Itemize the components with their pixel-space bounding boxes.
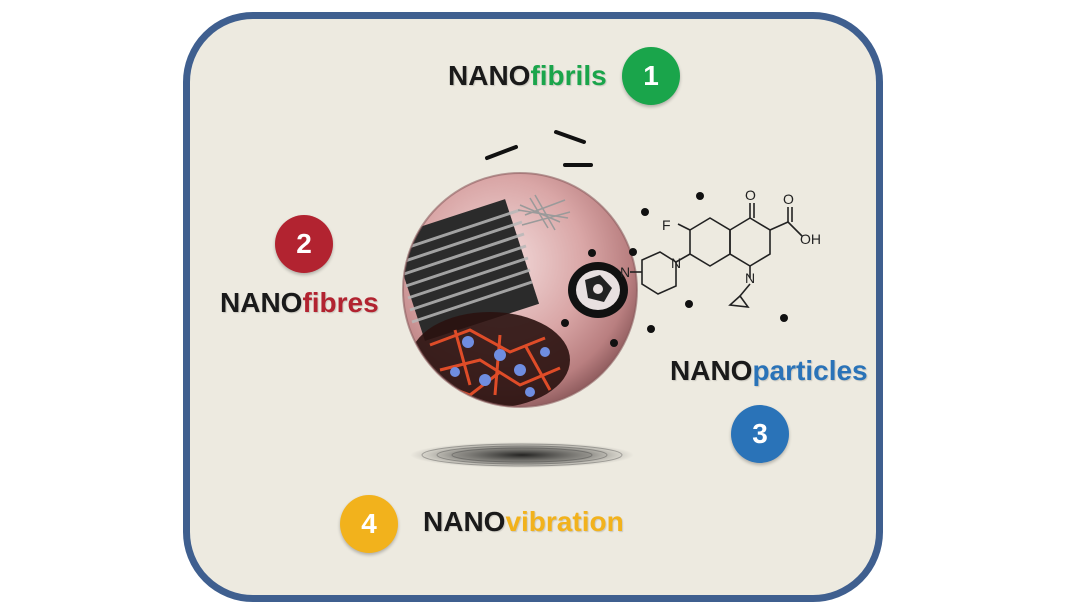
label-prefix: NANO (670, 355, 753, 386)
central-illustration: F O OH N N N O (402, 130, 821, 468)
badge-3: 3 (731, 405, 789, 463)
molecule-atoms: F O OH N N N O (620, 187, 821, 286)
label-suffix: fibres (302, 287, 379, 318)
bacterium (568, 262, 628, 318)
badge-4: 4 (340, 495, 398, 553)
vibration-rings (421, 443, 623, 467)
atom-n-ring: N (745, 270, 755, 286)
label-nanofibres: NANOfibres (220, 287, 379, 319)
fibril-bundle (517, 194, 571, 231)
atom-n-piperazine: N (671, 255, 681, 271)
label-nanovibration: NANOvibration (423, 506, 624, 538)
cell-culture-image (410, 312, 570, 407)
sphere-shadow (410, 442, 634, 468)
atom-oh: OH (800, 231, 821, 247)
fibre-texture (403, 199, 540, 341)
atom-f: F (662, 217, 671, 233)
atom-o-ketone: O (745, 187, 756, 203)
label-suffix: particles (752, 355, 868, 386)
badge-2: 2 (275, 215, 333, 273)
label-nanoparticles: NANOparticles (670, 355, 868, 387)
badge-1: 1 (622, 47, 680, 105)
label-prefix: NANO (448, 60, 531, 91)
atom-n-amine: N (620, 264, 630, 280)
atom-o-acid: O (783, 191, 794, 207)
label-suffix: vibration (505, 506, 624, 537)
label-nanofibrils: NANOfibrils (448, 60, 607, 92)
molecule-structure (630, 203, 803, 308)
cell-sphere (402, 172, 638, 408)
label-prefix: NANO (220, 287, 303, 318)
label-suffix: fibrils (530, 60, 607, 91)
label-prefix: NANO (423, 506, 506, 537)
nanoparticle-dots (561, 192, 788, 347)
